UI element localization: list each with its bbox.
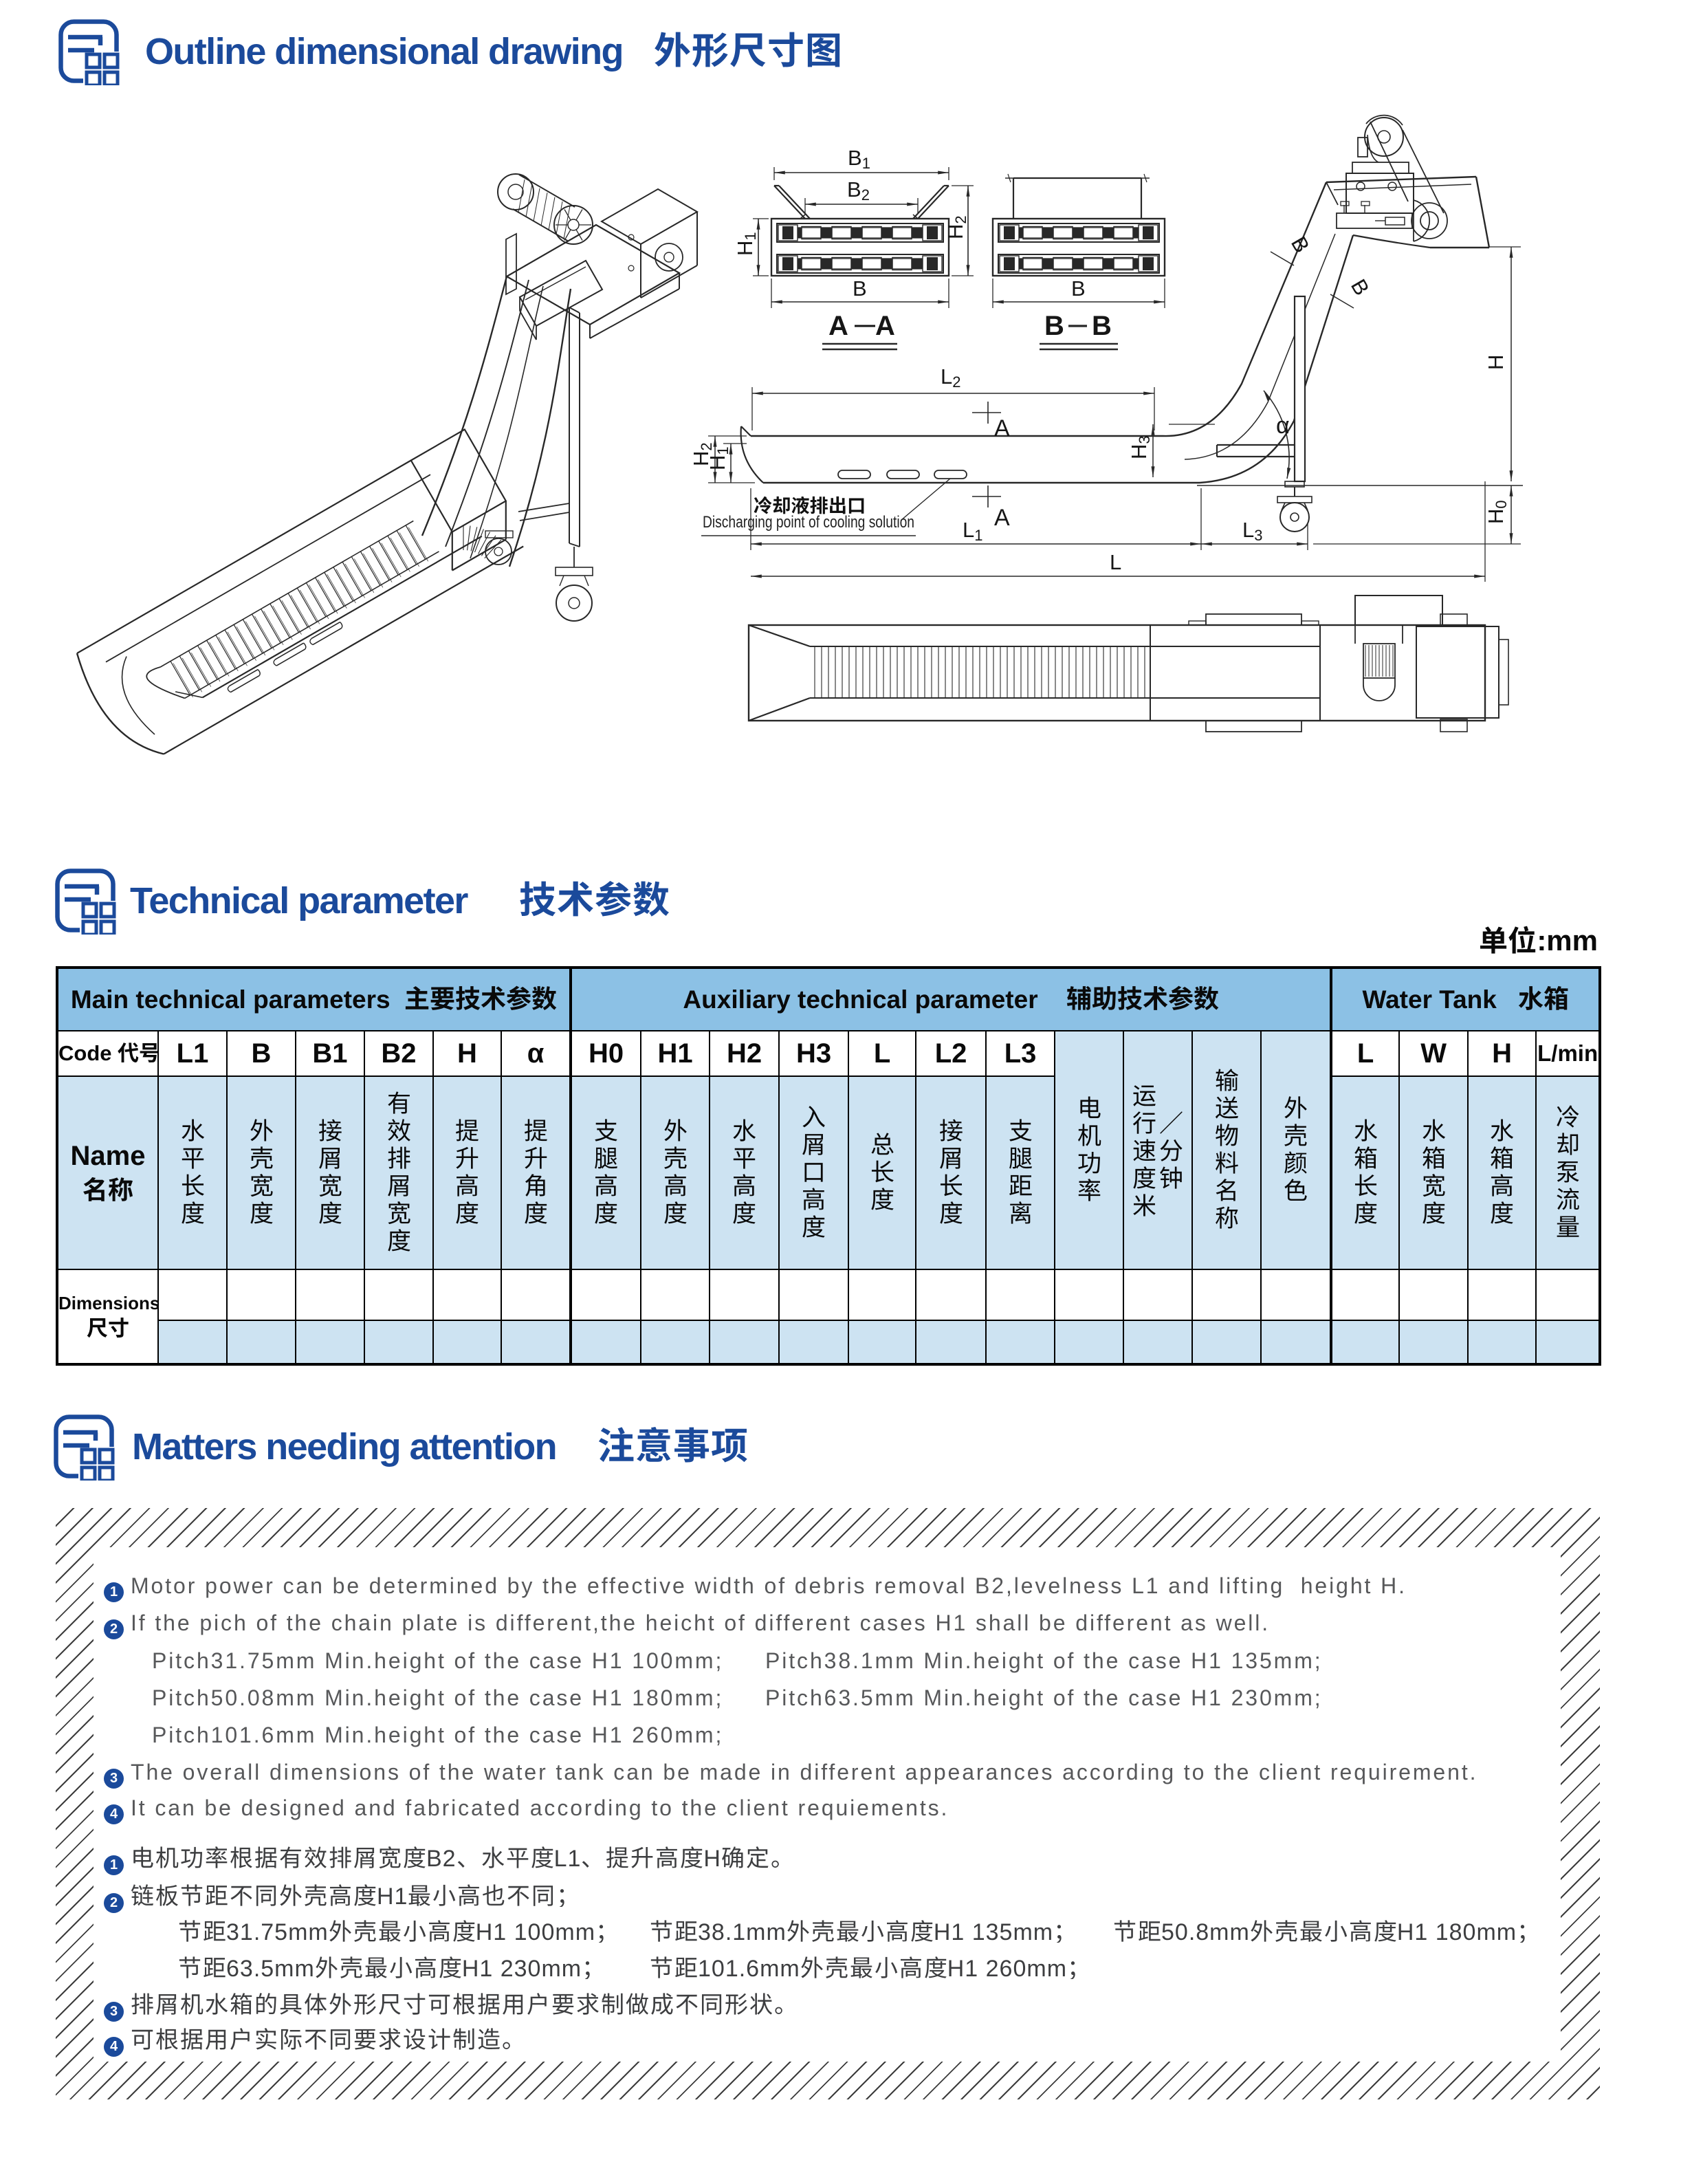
svg-text:H3: H3 — [1127, 435, 1153, 459]
svg-text:L2: L2 — [941, 364, 961, 391]
svg-text:H0: H0 — [1484, 500, 1510, 524]
svg-text:B: B — [1044, 311, 1064, 341]
svg-text:α: α — [1276, 413, 1290, 439]
svg-text:B: B — [853, 276, 867, 301]
svg-text:B2: B2 — [847, 177, 870, 204]
svg-text:H: H — [1484, 355, 1508, 370]
svg-text:A: A — [828, 311, 848, 341]
svg-text:L: L — [1110, 550, 1121, 574]
svg-text:H2: H2 — [689, 442, 715, 466]
svg-text:L3: L3 — [1242, 518, 1263, 544]
svg-text:L1: L1 — [963, 518, 983, 544]
svg-text:B: B — [1346, 275, 1374, 299]
svg-text:B: B — [1092, 311, 1112, 341]
svg-text:B: B — [1071, 276, 1086, 301]
svg-text:H2: H2 — [943, 215, 969, 239]
svg-text:B: B — [1286, 232, 1315, 256]
svg-text:A: A — [994, 415, 1010, 441]
svg-text:A: A — [994, 505, 1010, 531]
svg-text:H1: H1 — [733, 232, 759, 256]
svg-text:Discharging point of cooling s: Discharging point of cooling solution — [703, 513, 914, 532]
svg-text:—: — — [855, 314, 875, 336]
svg-text:B1: B1 — [848, 146, 870, 172]
svg-text:A: A — [875, 311, 895, 341]
